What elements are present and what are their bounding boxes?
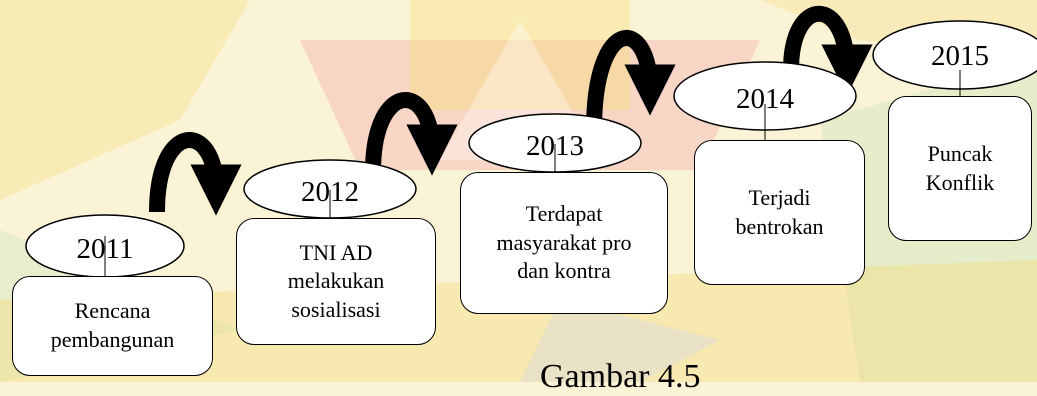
event-box-2011: Rencana pembangunan xyxy=(12,276,213,376)
event-label: Terjadi bentrokan xyxy=(735,184,824,239)
year-node-2014: 2014 xyxy=(673,61,857,140)
year-label: 2015 xyxy=(931,40,989,72)
event-label: Puncak Konflik xyxy=(925,140,995,195)
curved-arrow-icon xyxy=(149,132,242,216)
curved-arrow-icon xyxy=(365,92,458,176)
figure-caption: Gambar 4.5 xyxy=(540,358,701,395)
event-box-2015: Puncak Konflik xyxy=(888,96,1032,241)
timeline-diagram: 2011 2012 2013 2014 2015 xyxy=(25,6,1037,278)
curved-arrow-icon xyxy=(783,6,873,96)
event-label: Rencana pembangunan xyxy=(50,298,175,352)
event-box-2013: Terdapat masyarakat pro dan kontra xyxy=(460,172,668,314)
event-box-2014: Terjadi bentrokan xyxy=(694,140,865,285)
year-node-2013: 2013 xyxy=(468,113,642,173)
year-node-2012: 2012 xyxy=(243,159,417,219)
event-label: Terdapat masyarakat pro dan kontra xyxy=(496,201,632,284)
curved-arrow-icon xyxy=(586,30,676,131)
event-box-2012: TNI AD melakukan sosialisasi xyxy=(236,218,436,345)
year-node-2011: 2011 xyxy=(25,214,185,278)
year-node-2015: 2015 xyxy=(872,20,1037,96)
event-label: TNI AD melakukan sosialisasi xyxy=(287,239,385,322)
